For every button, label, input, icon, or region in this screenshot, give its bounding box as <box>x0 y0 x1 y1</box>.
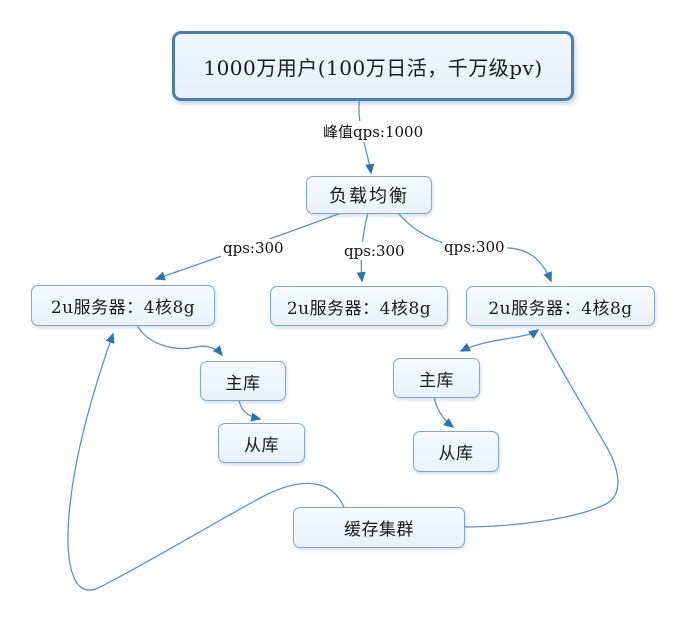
edge-master2-to-slave2 <box>433 395 455 428</box>
node-master-db-2-label: 主库 <box>419 370 454 391</box>
node-load-balancer[interactable]: 负载均衡 <box>306 176 432 214</box>
edge-label-peak-qps: 峰值qps:1000 <box>321 121 426 142</box>
node-server-2-label: 2u服务器：4核8g <box>286 298 432 319</box>
node-slave-db-1-label: 从库 <box>244 435 279 456</box>
node-slave-db-2[interactable]: 从库 <box>413 431 499 472</box>
edge-server1-to-master1 <box>136 324 223 357</box>
node-users-label: 1000万用户(100万日活，千万级pv) <box>203 55 543 80</box>
edge-server3-master2-bidirectional <box>459 329 540 352</box>
node-server-2[interactable]: 2u服务器：4核8g <box>270 286 448 326</box>
node-server-3[interactable]: 2u服务器：4核8g <box>466 286 655 326</box>
node-slave-db-1[interactable]: 从库 <box>218 423 305 463</box>
node-master-db-1-label: 主库 <box>225 373 261 394</box>
edge-cache-to-server1 <box>67 332 345 591</box>
node-cache-cluster[interactable]: 缓存集群 <box>293 507 465 548</box>
edge-master1-to-slave1 <box>238 398 262 422</box>
node-server-3-label: 2u服务器：4核8g <box>488 298 633 319</box>
node-slave-db-2-label: 从库 <box>438 444 474 464</box>
edge-label-qps-left: qps:300 <box>221 239 286 257</box>
node-master-db-2[interactable]: 主库 <box>393 358 480 398</box>
node-load-balancer-label: 负载均衡 <box>329 186 409 207</box>
node-users[interactable]: 1000万用户(100万日活，千万级pv) <box>172 31 574 101</box>
node-master-db-1[interactable]: 主库 <box>200 361 286 401</box>
edge-label-qps-middle: qps:300 <box>342 242 407 260</box>
edge-cache-to-server3 <box>462 332 619 528</box>
node-server-1[interactable]: 2u服务器：4核8g <box>31 285 215 326</box>
node-server-1-label: 2u服务器：4核8g <box>50 298 196 318</box>
edge-label-qps-right: qps:300 <box>442 238 507 256</box>
node-cache-cluster-label: 缓存集群 <box>344 520 414 540</box>
